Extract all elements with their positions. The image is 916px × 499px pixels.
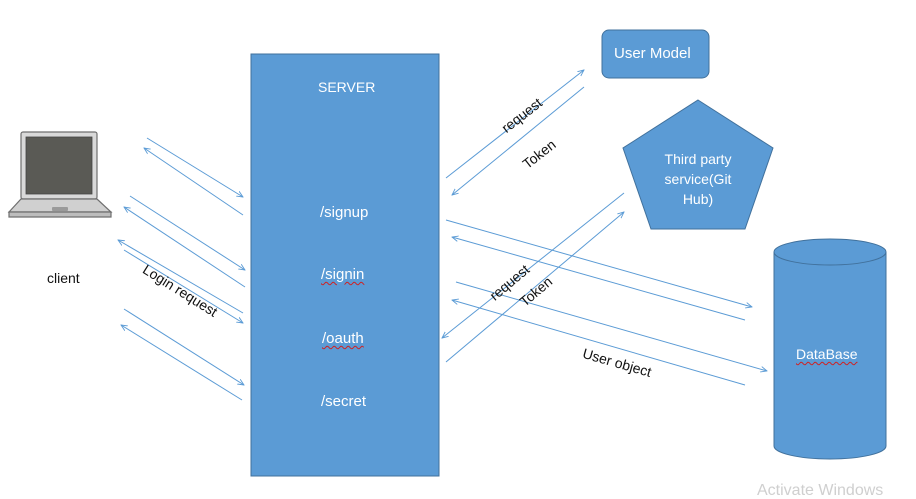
- server-title: SERVER: [318, 79, 376, 95]
- laptop-icon: [7, 131, 113, 218]
- activate-windows-watermark: Activate Windows: [757, 482, 884, 499]
- client-label: client: [47, 270, 80, 286]
- arrow-client-to-signin-1: [129, 195, 245, 270]
- arrow-server-to-usermodel: [445, 70, 584, 179]
- client-server-arrows: [118, 137, 246, 401]
- third-party-pentagon: [622, 99, 774, 230]
- database-cylinder: [773, 238, 887, 460]
- server-database-arrows: [445, 219, 767, 386]
- server-usermodel-arrows: [445, 70, 585, 195]
- arrow-oauth-to-thirdparty: [445, 212, 624, 363]
- user-model-box: [601, 29, 710, 79]
- third-party-label: Third party service(Git Hub): [664, 151, 732, 207]
- route-secret: /secret: [321, 393, 367, 410]
- database-label: DataBase: [796, 346, 858, 362]
- arrow-client-to-signin-2: [123, 249, 243, 323]
- arrow-signin-to-client-1: [124, 207, 246, 288]
- arrow-secret-to-client-1: [121, 325, 243, 401]
- arrow-thirdparty-to-oauth: [442, 192, 625, 338]
- user-model-label: User Model: [614, 45, 691, 62]
- arrow-client-to-secret-1: [123, 308, 244, 385]
- server-box: [250, 53, 440, 477]
- arrow-usermodel-to-server: [452, 86, 585, 195]
- route-oauth: /oauth: [322, 330, 364, 347]
- arrow-signin-to-database: [455, 281, 767, 371]
- arrow-client-to-signup-1: [146, 137, 243, 197]
- arrow-signup-to-client-1: [144, 148, 244, 216]
- route-signup: /signup: [320, 204, 369, 221]
- arrow-signin-to-client-2: [118, 240, 244, 314]
- arrow-database-to-signin: [452, 300, 746, 386]
- server-thirdparty-arrows: [442, 192, 625, 363]
- route-signin: /signin: [321, 266, 365, 283]
- arrow-database-to-signup: [452, 237, 746, 321]
- arrow-signup-to-database: [445, 219, 752, 307]
